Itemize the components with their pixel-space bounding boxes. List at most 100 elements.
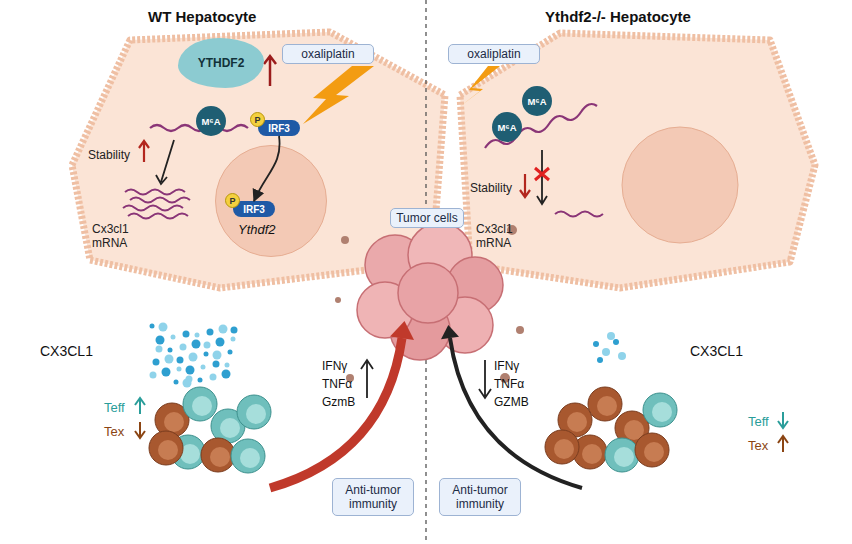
effector-t-cell — [237, 395, 271, 429]
label: TNFα — [322, 374, 352, 392]
phospho-mark: P — [225, 193, 240, 208]
chemokine-dot — [192, 340, 201, 349]
block-cross — [535, 168, 549, 180]
label-text: TNFα — [322, 377, 352, 391]
label: TNFα — [494, 374, 524, 392]
effector-t-cell — [231, 439, 265, 473]
chemokine-dot — [597, 357, 603, 363]
cell-body — [573, 435, 607, 469]
label: Cx3cl1 mRNA — [92, 222, 136, 251]
debris-dot — [516, 326, 524, 334]
chemokine-dot — [180, 344, 187, 351]
effect-arrow — [270, 338, 402, 488]
tumor-cell — [365, 235, 425, 295]
tumor-cell — [357, 282, 413, 338]
chemokine-dot — [171, 335, 176, 340]
outcome-box: Anti-tumor immunity — [332, 478, 414, 516]
m6a-mark: M⁶A — [196, 106, 226, 136]
chemokine-dot — [162, 368, 171, 377]
label-text: IFNγ — [322, 359, 347, 373]
label-text: Teff — [104, 400, 125, 416]
chemokine-dot — [204, 352, 209, 357]
label: GzmB — [322, 392, 355, 410]
cell-body — [615, 411, 649, 445]
node-text: IRF3 — [243, 204, 265, 215]
cell-body — [558, 403, 592, 437]
chemokine-dot — [216, 338, 225, 347]
tumor-cell — [437, 297, 493, 353]
tumor-cell — [398, 263, 458, 323]
chemokine-dot — [177, 357, 184, 364]
node-text: P — [254, 115, 260, 125]
up-arrow — [778, 436, 788, 452]
label: Stability — [470, 178, 512, 196]
chemokine-dot — [195, 333, 200, 338]
label-text: GzmB — [322, 395, 355, 409]
chemokine-dot — [613, 339, 619, 345]
label: Cx3cl1 mRNA — [476, 222, 520, 251]
mrna-strand — [130, 198, 190, 203]
cell-body — [183, 387, 217, 421]
chemokine-dot — [156, 336, 165, 345]
up-arrow — [139, 141, 149, 162]
chemokine-dot — [231, 327, 238, 334]
cell-nucleus — [614, 447, 634, 467]
chemokine-dots — [150, 323, 627, 388]
chemokine-dot — [210, 374, 217, 381]
lightning-bolt — [303, 66, 374, 124]
label: Teff — [748, 412, 769, 430]
chemokine-dot — [225, 363, 230, 368]
label-text: CX3CL1 — [40, 343, 93, 360]
effect-arrow — [450, 338, 582, 488]
cell-nucleus — [210, 447, 230, 467]
cell-nucleus — [158, 440, 178, 460]
label: IFNγ — [322, 356, 347, 374]
chemokine-dot — [593, 341, 599, 347]
label: Tex — [104, 422, 124, 440]
cell-body — [643, 393, 677, 427]
chemokine-dot — [602, 348, 610, 356]
cell-nucleus — [554, 439, 574, 459]
down-arrow — [135, 422, 145, 438]
chemokine-dot — [213, 361, 220, 368]
label-text: TNFα — [494, 377, 524, 391]
phospho-mark: P — [250, 112, 265, 127]
label: Teff — [104, 398, 125, 416]
up-arrow — [264, 56, 276, 86]
m6a-mark: M⁶A — [522, 86, 552, 116]
down-arrow — [778, 412, 788, 428]
label-text: Stability — [88, 148, 130, 162]
lightning-bolt — [458, 66, 500, 108]
tumor-cell — [447, 257, 503, 313]
node-text: P — [229, 196, 235, 206]
chemokine-dot — [201, 365, 206, 370]
node-text: Anti-tumor immunity — [444, 483, 516, 512]
node-text: oxaliplatin — [467, 47, 520, 61]
label-text: Cx3cl1 mRNA — [476, 222, 520, 251]
chemokine-dot — [165, 355, 174, 364]
cell-nucleus — [246, 404, 266, 424]
chemokine-dot — [607, 332, 615, 340]
chemokine-dot — [186, 376, 193, 383]
chemokine-dot — [618, 352, 626, 360]
chemokine-dot — [198, 378, 203, 383]
drug-box: oxaliplatin — [282, 44, 374, 64]
cell-body — [211, 409, 245, 443]
chemokine-dot — [186, 366, 195, 375]
node-text: Ythdf2 — [238, 222, 276, 237]
cell-nucleus — [192, 396, 212, 416]
chemokine-dot — [222, 370, 231, 379]
mrna-strand — [128, 214, 188, 219]
chemokine-dot — [207, 329, 214, 336]
cell-nucleus — [597, 396, 617, 416]
mrna-strand — [125, 190, 185, 195]
exhausted-t-cell — [201, 438, 235, 472]
chemokine-dot — [168, 348, 173, 353]
cell-body — [201, 438, 235, 472]
node-text: Anti-tumor immunity — [337, 483, 409, 512]
label: CX3CL1 — [40, 342, 93, 360]
t-cells — [149, 387, 677, 473]
cell-body — [605, 438, 639, 472]
arrow-line — [156, 140, 174, 184]
